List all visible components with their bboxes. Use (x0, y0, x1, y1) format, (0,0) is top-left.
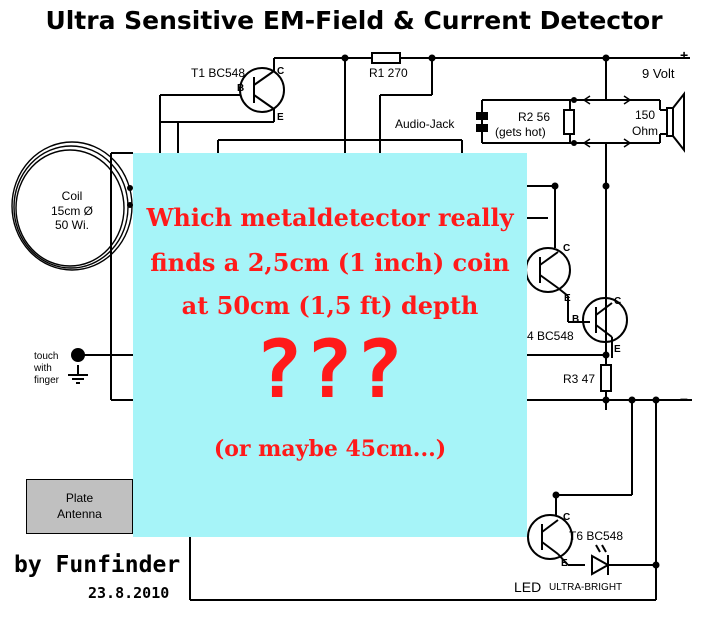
speaker-cone (672, 91, 685, 153)
junction-dot (341, 54, 349, 62)
overlay-line-3: at 50cm (1,5 ft) depth (181, 291, 479, 320)
touch-contact (71, 348, 85, 362)
t4-pin-e: E (564, 293, 571, 304)
audio-jack-label: Audio-Jack (395, 117, 455, 131)
t6-pin-c: C (563, 512, 571, 523)
r3-resistor (600, 364, 612, 392)
t6-transistor (527, 514, 573, 560)
touch-label-3: finger (34, 375, 60, 386)
t5-pin-c: C (614, 296, 622, 307)
t4-label: 4 BC548 (527, 329, 574, 343)
r1-resistor (371, 52, 401, 64)
overlay-line-2: finds a 2,5cm (1 inch) coin (150, 248, 510, 277)
r1-label: R1 270 (369, 66, 408, 80)
coil (11, 141, 133, 271)
t1-pin-c: C (277, 66, 285, 77)
led-label: LED (514, 579, 542, 595)
coil-terminal (127, 202, 133, 208)
t1-label: T1 BC548 (191, 66, 246, 80)
coil-diameter: 15cm Ø (50, 204, 93, 218)
question-overlay (133, 153, 527, 537)
junction-dot (551, 182, 559, 190)
r3-label: R3 47 (563, 372, 596, 386)
junction-dot (628, 396, 636, 404)
speaker-ohm-value: 150 (634, 108, 656, 122)
plate-antenna-label-2: Antenna (57, 507, 102, 521)
t1-pin-b: B (237, 83, 245, 94)
switch-arrows (582, 95, 632, 148)
t5-pin-b: B (572, 314, 580, 325)
t6-pin-e: E (561, 558, 568, 569)
coil-windings: 50 Wi. (54, 218, 89, 232)
t6-label: T6 BC548 (569, 529, 624, 543)
voltage-label: 9 Volt (642, 66, 675, 81)
t4-pin-c: C (563, 243, 571, 254)
page-title: Ultra Sensitive EM-Field & Current Detec… (45, 6, 663, 35)
t5-transistor (582, 297, 628, 343)
plate-antenna: Plate Antenna (26, 479, 133, 534)
junction-dot (652, 396, 660, 404)
junction-dot (602, 54, 610, 62)
junction-dot (602, 351, 610, 359)
author-credit: by Funfinder (14, 552, 181, 578)
junction-dot (428, 54, 436, 62)
junction-dot (552, 491, 560, 499)
r2-resistor (563, 109, 575, 135)
r2-label: R2 56 (518, 110, 551, 124)
switch-contact (571, 140, 577, 146)
plus-label: + (680, 47, 689, 63)
r2-note: (gets hot) (495, 125, 546, 139)
question-marks: ??? (255, 335, 406, 415)
coil-terminal (127, 185, 133, 191)
touch-label-2: with (34, 363, 52, 374)
minus-label: – (680, 390, 688, 406)
switch-contact (571, 97, 577, 103)
junction-dot (602, 396, 610, 404)
t5-pin-e: E (614, 344, 621, 355)
junction-dot (602, 182, 610, 190)
led-diode (591, 554, 611, 576)
speaker-ohm-unit: Ohm (631, 124, 658, 138)
overlay-line-4: (or maybe 45cm...) (213, 436, 447, 462)
touch-label: touch (34, 351, 59, 362)
t1-transistor (239, 67, 285, 113)
junction-dot (652, 561, 660, 569)
question-marks-text: ??? (255, 335, 406, 415)
coil-label: Coil (61, 189, 83, 203)
audio-jack-symbol (476, 112, 488, 132)
t4-transistor (525, 247, 571, 293)
led-type-label: ULTRA-BRIGHT (549, 582, 623, 593)
credit-date: 23.8.2010 (88, 584, 170, 602)
plate-antenna-label: Plate (65, 491, 94, 505)
t1-pin-e: E (277, 112, 284, 123)
overlay-line-1: Which metaldetector really (146, 203, 514, 232)
